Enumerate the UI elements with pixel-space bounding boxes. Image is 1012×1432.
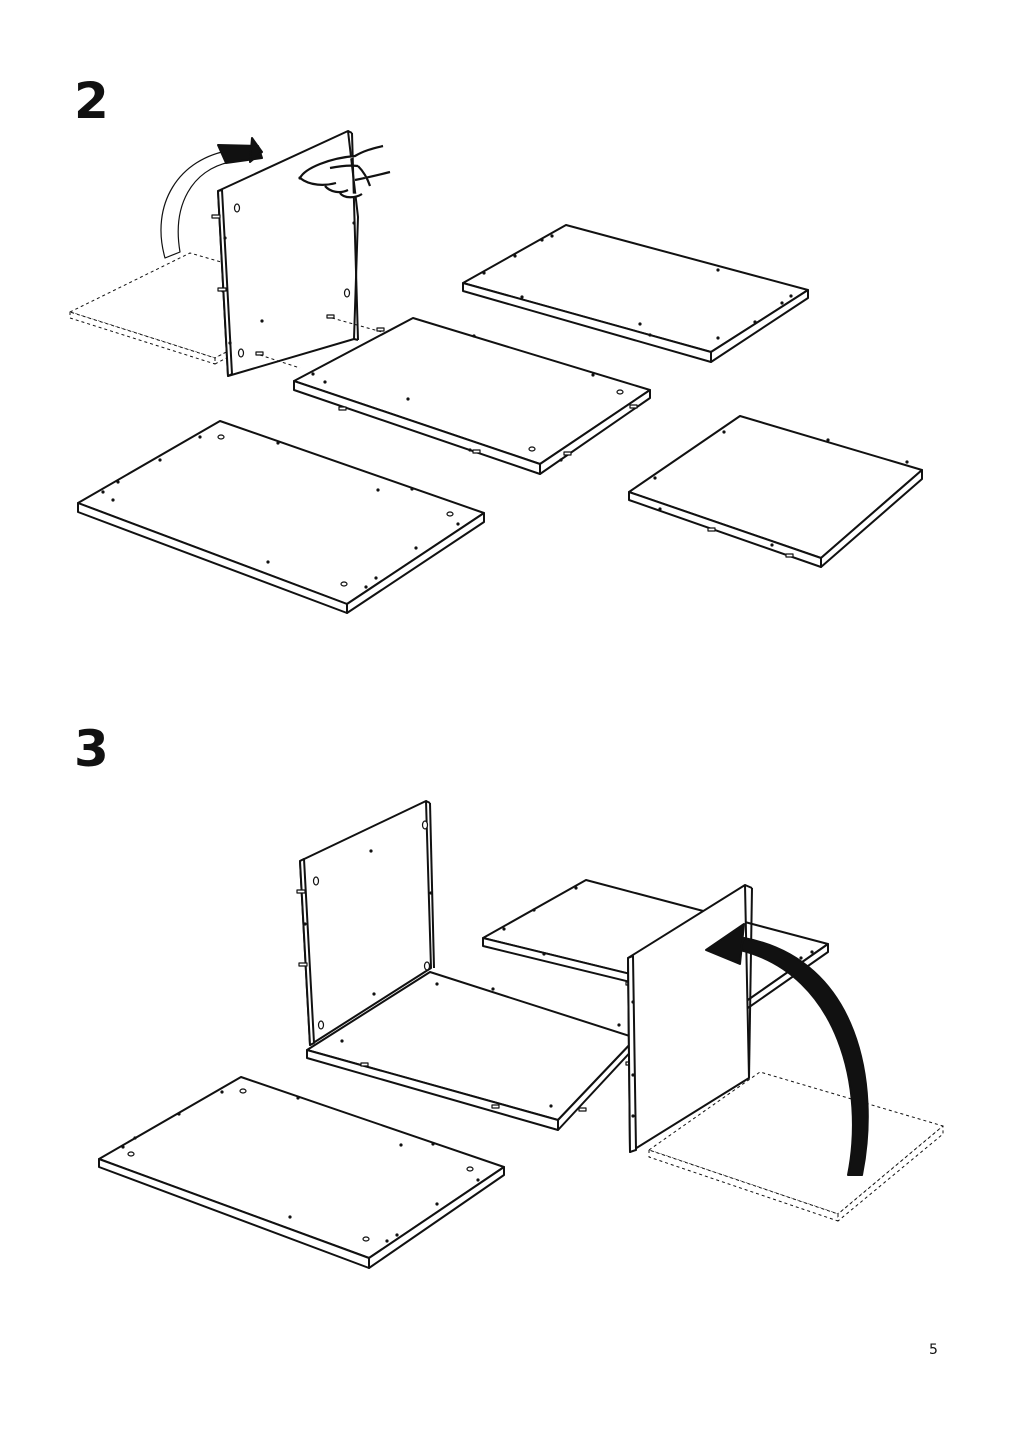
hand-pointing-icon (299, 144, 391, 199)
ghost-floor-panel (648, 1071, 944, 1222)
step-3-number: 3 (74, 720, 109, 778)
shelf-panel-top-right (462, 224, 809, 363)
standing-side-panel (217, 130, 359, 377)
curved-arrow-icon (705, 923, 869, 1176)
shelf-panel-right (628, 415, 923, 568)
left-side-panel (299, 800, 435, 1046)
dowel-lines (259, 317, 383, 369)
page-number: 5 (929, 1342, 938, 1358)
bottom-panel-assembled (306, 971, 637, 1131)
shelf-panel-bottom-left (77, 420, 485, 614)
curved-arrow-icon (160, 137, 263, 259)
step-2-illustration (69, 130, 923, 614)
step-2-number: 2 (74, 72, 109, 130)
shelf-panel-bottom-left (98, 1076, 505, 1269)
